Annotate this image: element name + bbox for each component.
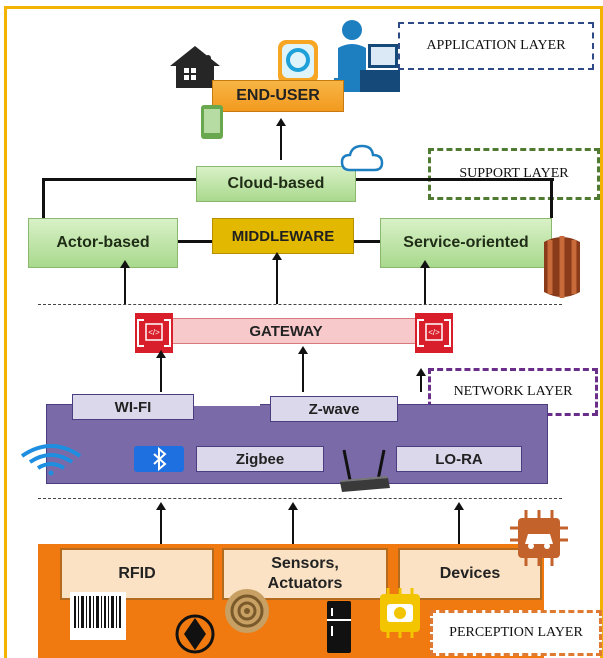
svg-text:</>: </> xyxy=(428,328,440,337)
alexa-icon xyxy=(278,40,318,84)
speaker-icon xyxy=(175,614,215,654)
support-layer-label: SUPPORT LAYER xyxy=(428,148,600,200)
wifi-icon xyxy=(20,444,82,476)
perception-layer-label: PERCEPTION LAYER xyxy=(430,610,602,656)
service-oriented-box: Service-oriented xyxy=(380,218,552,268)
separator-network-perception xyxy=(38,498,562,499)
arrow-sensors-to-network xyxy=(288,502,298,546)
arrow-to-actor xyxy=(120,260,130,304)
frame-right xyxy=(600,6,603,658)
middleware-box: MIDDLEWARE xyxy=(212,218,354,254)
rfid-box: RFID xyxy=(60,548,214,600)
arrow-lora-to-gateway xyxy=(416,368,426,392)
arrow-zwave-to-gateway xyxy=(298,346,308,392)
router-icon xyxy=(340,449,390,492)
arrow-to-service xyxy=(420,260,430,304)
arrow-cloud-to-enduser xyxy=(276,118,286,160)
fridge-icon xyxy=(327,601,351,653)
server-stack-icon xyxy=(544,236,580,298)
cloud-icon xyxy=(340,144,384,172)
house-icon xyxy=(170,46,220,88)
separator-support-network xyxy=(38,304,562,305)
application-layer-label: APPLICATION LAYER xyxy=(398,22,594,70)
svg-text:</>: </> xyxy=(148,328,160,337)
arrow-rfid-to-network xyxy=(156,502,166,546)
wifi-chip: WI-FI xyxy=(72,394,194,420)
frame-top xyxy=(4,6,603,9)
devices-box: Devices xyxy=(398,548,542,600)
gateway-bar xyxy=(156,318,416,344)
barcode-icon xyxy=(70,592,126,640)
cloud-based-box: Cloud-based xyxy=(196,166,356,202)
end-user-box: END-USER xyxy=(212,80,344,112)
support-left-drop xyxy=(42,178,45,218)
gateway-label: GATEWAY xyxy=(249,322,323,340)
gateway-icon: </> xyxy=(415,313,453,353)
support-right-drop xyxy=(550,178,553,218)
arrow-devices-to-network xyxy=(454,502,464,546)
arrow-wifi-to-gateway xyxy=(156,350,166,392)
zigbee-chip: Zigbee xyxy=(196,446,324,472)
bluetooth-icon xyxy=(134,446,184,472)
zwave-chip: Z-wave xyxy=(270,396,398,422)
wifi-chip-white-cover xyxy=(194,376,260,406)
actor-based-box: Actor-based xyxy=(28,218,178,268)
arrow-to-middleware xyxy=(272,252,282,304)
gateway-icon: </> xyxy=(135,313,173,353)
car-chip-icon xyxy=(510,510,568,566)
rfid-signal-icon xyxy=(225,589,269,633)
phone-icon xyxy=(201,105,223,139)
frame-left xyxy=(4,6,7,658)
camera-chip-icon xyxy=(380,588,420,638)
lora-chip: LO-RA xyxy=(396,446,522,472)
